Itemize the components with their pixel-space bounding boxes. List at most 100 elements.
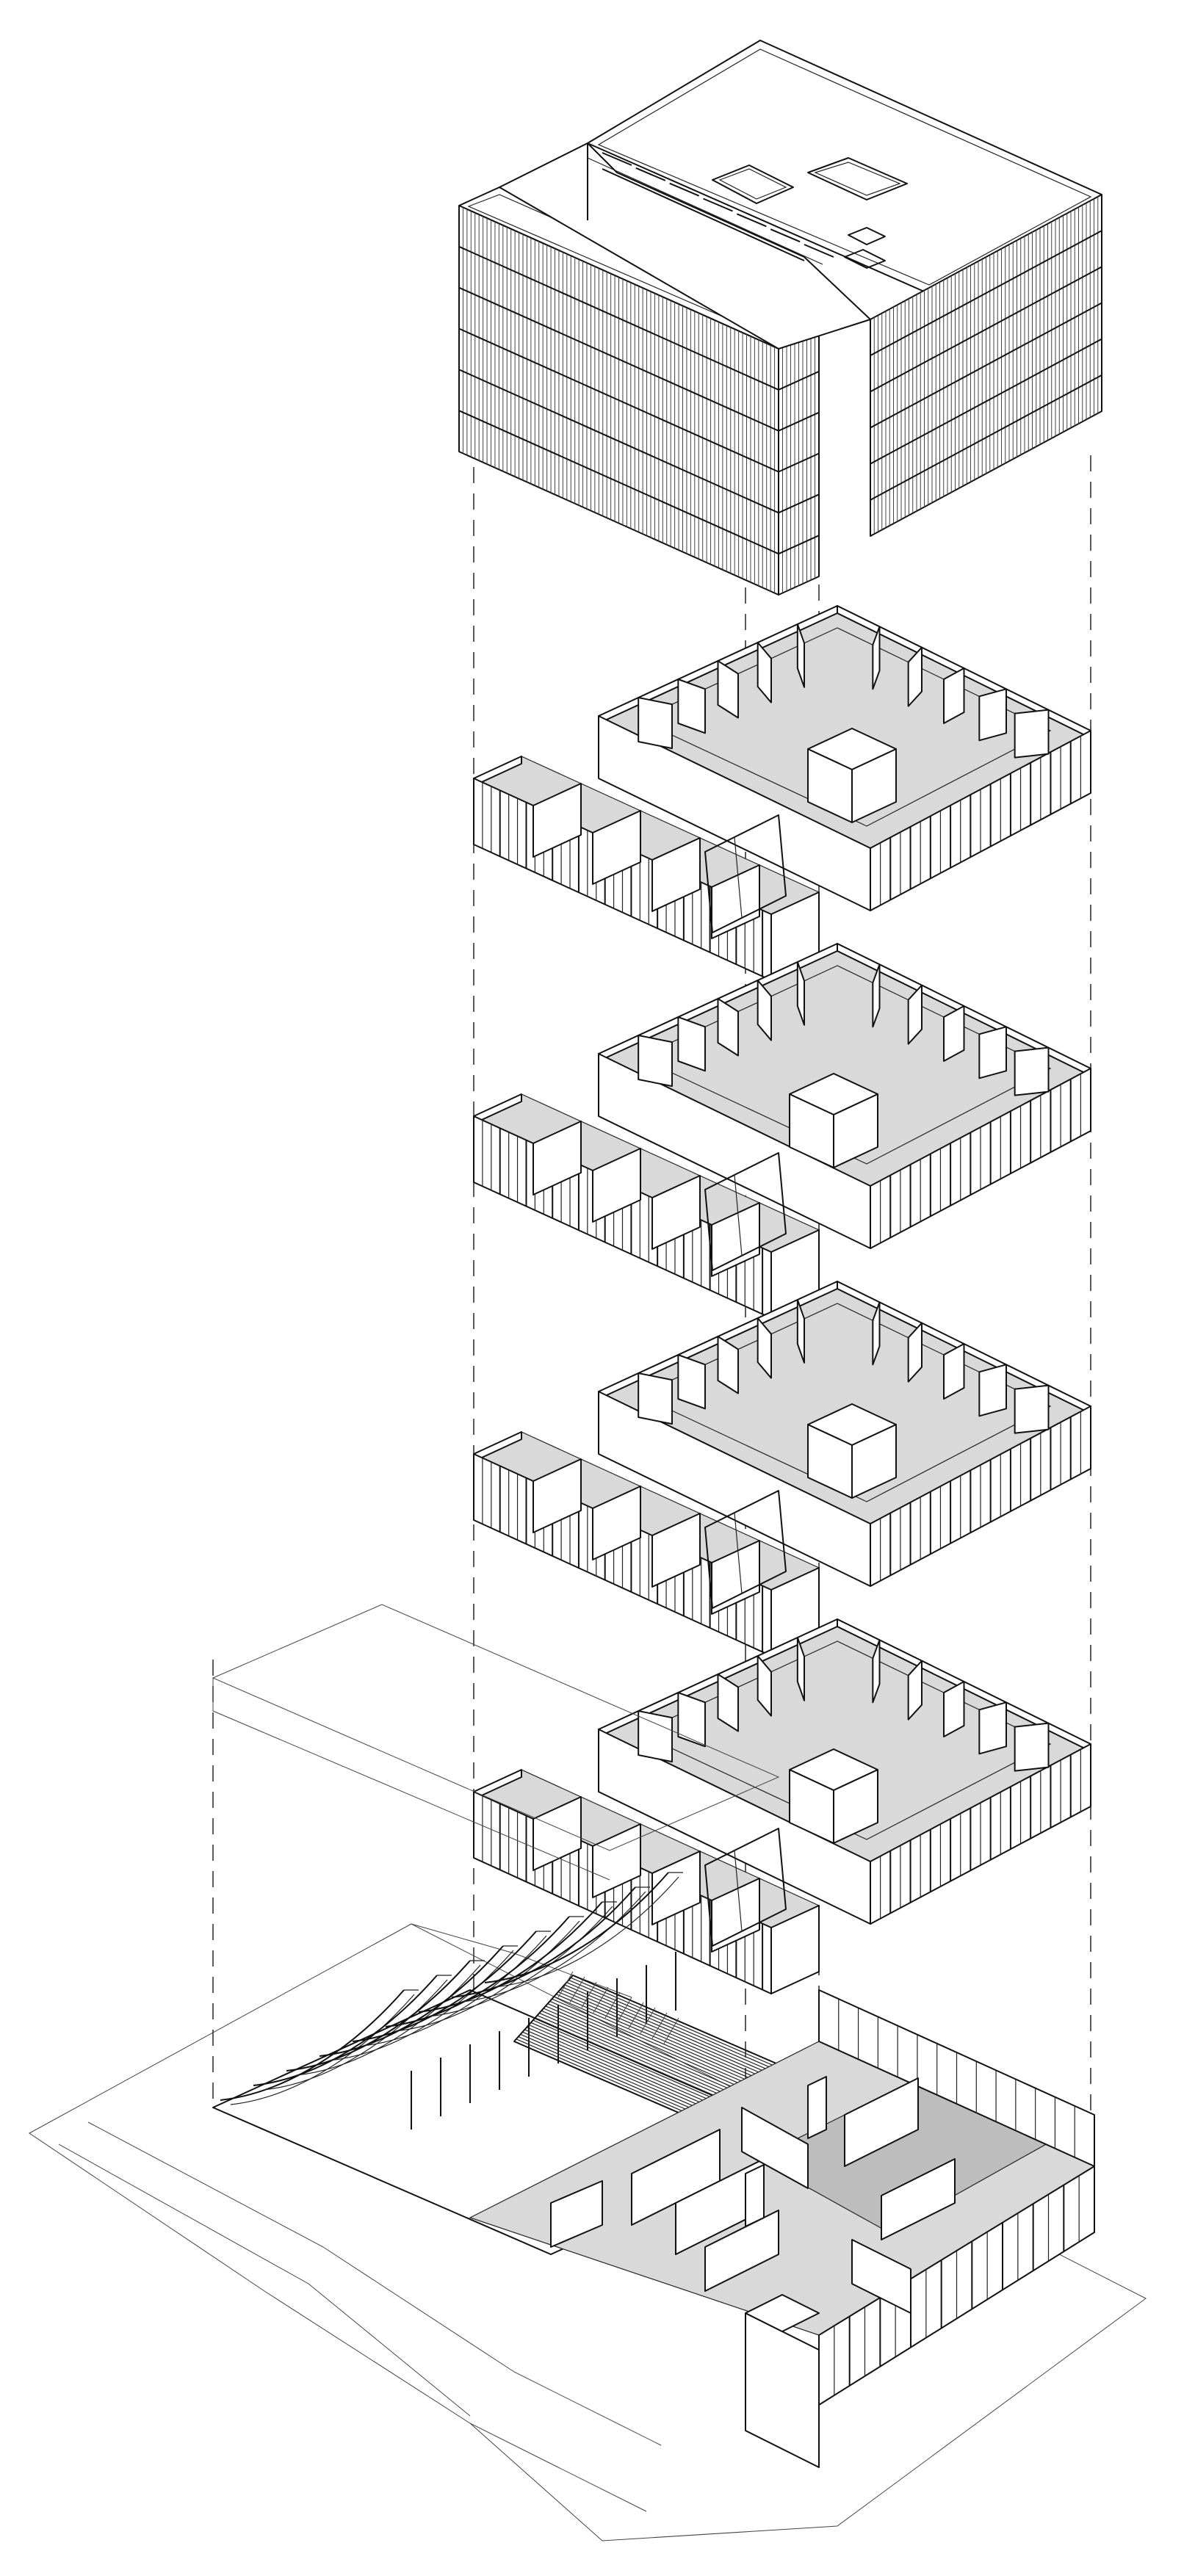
floor-band (778, 452, 820, 473)
stair-tread (555, 1994, 777, 2091)
partition (844, 2077, 919, 2167)
partition (978, 1026, 1007, 1079)
partition (550, 2180, 603, 2248)
bridge-edge (602, 168, 805, 261)
vault-rib (484, 1872, 669, 1983)
inner-wall (598, 1729, 871, 1925)
partition (532, 1458, 582, 1533)
core-side (833, 1093, 878, 1168)
partition (592, 1486, 641, 1560)
stair-nosing (628, 2002, 644, 2029)
partition (1014, 1046, 1050, 1096)
bridge-mullion (736, 213, 767, 228)
column-block (745, 2164, 765, 2227)
end-wall (770, 1905, 820, 1994)
inner-wall (598, 1391, 871, 1587)
floor-band (458, 286, 779, 432)
partition (677, 1692, 706, 1748)
floor-band (458, 328, 779, 473)
facade-louvers (870, 196, 1102, 535)
vault-rib (296, 1964, 481, 2076)
link-corridor (704, 1152, 787, 1271)
partition (978, 1364, 1007, 1417)
plaza-edge (212, 1710, 610, 1881)
link-corridor (704, 1828, 787, 1947)
vault-rib (230, 1994, 415, 2105)
ground-level (29, 1604, 1147, 2541)
floor-band (870, 338, 1102, 465)
partition (717, 1674, 739, 1732)
partition (532, 783, 582, 858)
partition (717, 998, 739, 1057)
vault-rib (451, 1886, 636, 1998)
core-side (851, 1424, 897, 1499)
link-edge (734, 836, 743, 919)
floor-band (870, 266, 1102, 393)
partition (638, 1035, 673, 1088)
core-side (833, 1769, 878, 1844)
partition (796, 961, 805, 1026)
roof-hatch (848, 227, 886, 245)
terrain-contour (87, 2121, 662, 2446)
inner-wall (598, 715, 871, 911)
bridge-roof (499, 142, 871, 350)
bridge-mullion (669, 182, 700, 197)
floor-band (870, 302, 1102, 429)
floor-band (778, 535, 820, 555)
stair-tread (566, 1982, 787, 2079)
partition (638, 1710, 673, 1763)
skylight (807, 157, 908, 200)
partition (651, 1850, 701, 1925)
partition (741, 2107, 809, 2189)
grand-stair (513, 1971, 794, 2138)
floor-band (458, 369, 779, 514)
stair-tread (562, 1986, 783, 2083)
terrain-contour (469, 2423, 647, 2512)
partition (796, 1637, 805, 1701)
partition (757, 1655, 772, 1717)
roof-massing (458, 40, 1102, 596)
stair-tread (552, 1998, 773, 2095)
stair-nosing (581, 1981, 597, 2008)
roof-hatch (844, 249, 886, 269)
partition (1014, 1384, 1050, 1434)
vault-rib (220, 1989, 405, 2101)
floor-band (458, 410, 779, 555)
floor-plate (472, 605, 1092, 981)
entrance-block-top (745, 2294, 820, 2332)
floor-plate (472, 1618, 1092, 1994)
column-block (807, 2076, 827, 2139)
bridge-mullion (635, 167, 666, 181)
bridge-glazing (587, 152, 834, 265)
bridge-mullion (602, 152, 632, 166)
stair-tread (554, 1996, 775, 2093)
stair-tread (570, 1977, 792, 2074)
partition (757, 642, 772, 703)
partition (757, 1317, 772, 1379)
partition (872, 1301, 881, 1366)
stair-tread (560, 1989, 781, 2085)
partition (677, 1016, 706, 1072)
floor-plate (472, 1281, 1092, 1657)
partition (943, 1343, 965, 1400)
skylight (712, 164, 794, 204)
vault-rib (461, 1891, 646, 2002)
floor-band (870, 230, 1102, 357)
courtyard-vaults (220, 1872, 683, 2130)
partition (757, 980, 772, 1041)
stair-nosing (663, 2017, 679, 2044)
partition (907, 1322, 923, 1383)
partition (943, 1681, 965, 1737)
ground-partitions (550, 2076, 956, 2314)
stair-tread (568, 1979, 790, 2076)
partition (872, 626, 881, 690)
partition (872, 963, 881, 1028)
stair-nosing (557, 1971, 574, 1998)
stair-tread (549, 2000, 770, 2097)
partition (638, 1372, 673, 1425)
stair-tread (547, 2003, 768, 2100)
partition (851, 2239, 911, 2314)
link-corridor (704, 814, 787, 933)
